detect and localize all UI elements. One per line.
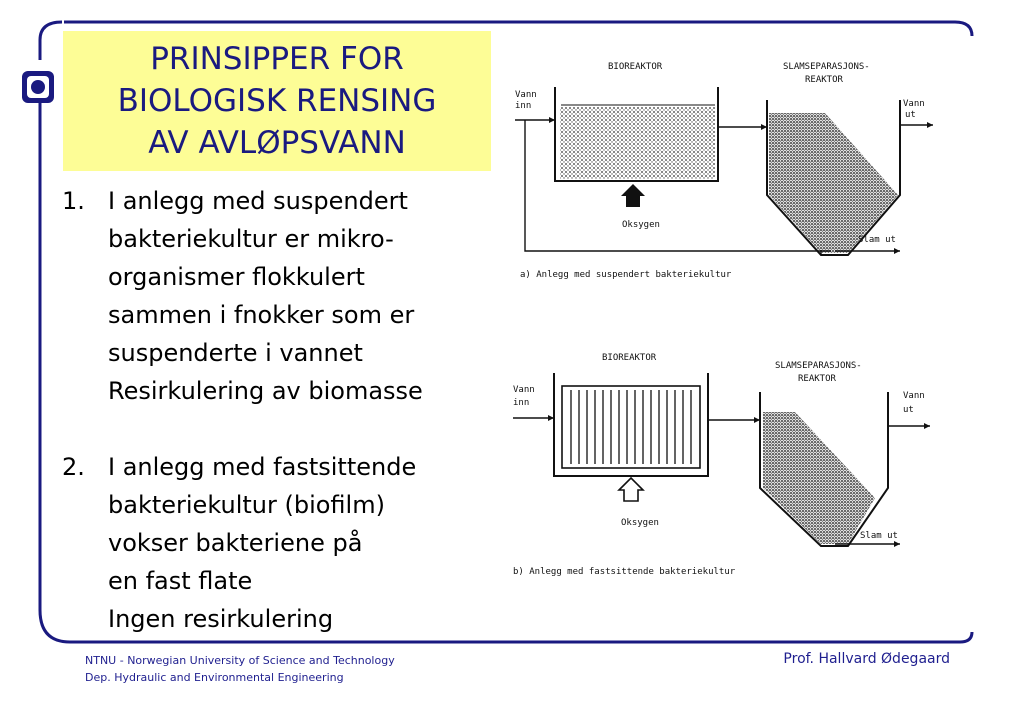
bullet-2-line: Ingen resirkulering (108, 605, 334, 633)
diagram-a-oxygen-arrow-icon (621, 184, 645, 207)
diagram-b-bioreactor-label: BIOREAKTOR (602, 353, 657, 363)
diagram-b-oxygen-arrow-icon (617, 476, 645, 502)
diagram-a-recycle-pipe (524, 120, 831, 255)
diagram-a-water-out-2: ut (905, 110, 916, 120)
diagram-a-water-in-2: inn (515, 101, 531, 111)
diagram-b-oxygen-label: Oksygen (621, 518, 659, 528)
diagram-suspended-culture: BIOREAKTOR SLAMSEPARASJONS- REAKTOR Vann… (515, 62, 933, 280)
title-line-2: BIOLOGISK RENSING (117, 83, 437, 119)
diagram-a-caption: a) Anlegg med suspendert bakteriekultur (520, 270, 732, 280)
diagram-b-bioreactor-tank (553, 373, 709, 477)
diagram-a-separator-label-2: REAKTOR (805, 75, 844, 85)
diagram-b-media-plates (570, 390, 692, 464)
diagram-b-water-in-1: Vann (513, 385, 535, 395)
diagram-a-bioreactor-label: BIOREAKTOR (608, 62, 663, 72)
diagram-b-sludge-fill (763, 412, 875, 544)
footer-author: Prof. Hallvard Ødegaard (783, 651, 950, 667)
title-line-3: AV AVLØPSVANN (148, 125, 406, 161)
bullet-1-line: Resirkulering av biomasse (108, 377, 423, 405)
title-box: PRINSIPPER FOR BIOLOGISK RENSING AV AVLØ… (63, 31, 491, 171)
footer-department: Dep. Hydraulic and Environmental Enginee… (85, 671, 344, 684)
bullet-1-line: suspenderte i vannet (108, 339, 363, 367)
diagram-b-biofilm-media (561, 385, 701, 469)
diagram-b-separator-label-2: REAKTOR (798, 374, 837, 384)
diagram-a-sludge-label: Slam ut (858, 235, 896, 245)
diagram-a-water-out-1: Vann (903, 99, 925, 109)
bullet-number-1: 1. (62, 187, 85, 215)
bullet-1-line: I anlegg med suspendert (108, 187, 408, 215)
bullet-2-line: en fast flate (108, 567, 253, 595)
diagram-b-separator-tank (759, 392, 889, 547)
diagram-b-water-out-2: ut (903, 405, 914, 415)
bullet-1-line: organismer flokkulert (108, 263, 365, 291)
diagram-a-water-in-1: Vann (515, 90, 537, 100)
diagram-attached-culture: BIOREAKTOR SLAMSEPARASJONS- REAKTOR Vann… (513, 353, 930, 577)
bullet-1-line: bakteriekultur er mikro- (108, 225, 394, 253)
bullet-2-line: bakteriekultur (biofilm) (108, 491, 385, 519)
bullet-2-line: I anlegg med fastsittende (108, 453, 417, 481)
diagram-b-water-in-2: inn (513, 398, 529, 408)
bullet-1-line: sammen i fnokker som er (108, 301, 415, 329)
footer-institution: NTNU - Norwegian University of Science a… (85, 654, 395, 667)
slide-logo-icon (22, 71, 54, 103)
diagram-a-bioreactor-tank (554, 87, 719, 182)
diagram-b-water-out-1: Vann (903, 391, 925, 401)
diagram-a-separator-label-1: SLAMSEPARASJONS- (783, 62, 870, 72)
diagram-b-separator-label-1: SLAMSEPARASJONS- (775, 361, 862, 371)
diagram-a-separator-tank (766, 100, 901, 256)
bullet-number-2: 2. (62, 453, 85, 481)
diagram-a-oxygen-label: Oksygen (622, 220, 660, 230)
title-line-1: PRINSIPPER FOR (150, 41, 404, 77)
diagram-a-sludge-fill (769, 113, 898, 253)
diagram-b-sludge-label: Slam ut (860, 531, 898, 541)
diagram-b-caption: b) Anlegg med fastsittende bakteriekultu… (513, 567, 736, 577)
bullet-2-line: vokser bakteriene på (108, 529, 363, 557)
diagram-a-bioreactor-fill (560, 107, 715, 179)
